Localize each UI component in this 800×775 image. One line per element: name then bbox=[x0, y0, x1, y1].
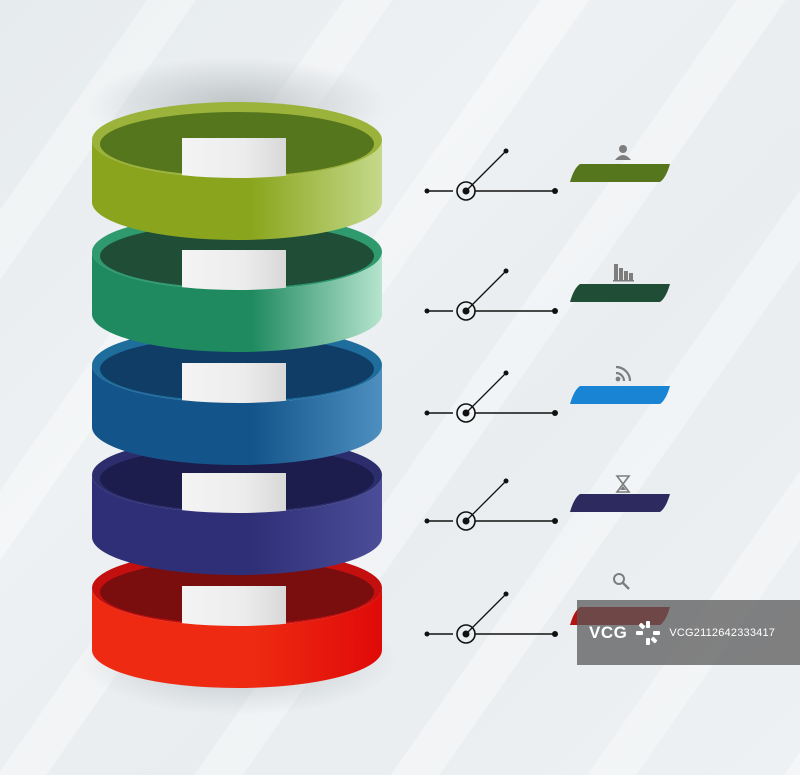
ring-red-front-band bbox=[92, 588, 382, 688]
person-icon bbox=[615, 145, 631, 160]
ring-indigo-front-band bbox=[92, 475, 382, 575]
ring-blue-front-band bbox=[92, 365, 382, 465]
label-bar-hourglass bbox=[570, 494, 670, 512]
watermark-brand: VCG bbox=[589, 622, 628, 642]
watermark-id: VCG2112642333417 bbox=[669, 626, 776, 639]
label-rss bbox=[570, 365, 670, 404]
label-person bbox=[570, 145, 670, 182]
pointer-hourglass bbox=[424, 478, 558, 531]
label-bar-rss bbox=[570, 386, 670, 404]
watermark-logo-icon bbox=[636, 620, 661, 645]
label-chart bbox=[570, 264, 670, 302]
label-bar-chart bbox=[570, 284, 670, 302]
pointer-search bbox=[424, 591, 558, 644]
label-hourglass bbox=[570, 475, 670, 512]
bar-chart-icon bbox=[613, 264, 634, 282]
search-icon bbox=[613, 573, 630, 590]
watermark: VCG VCG2112642333417 bbox=[577, 600, 800, 665]
pointer-chart bbox=[424, 268, 558, 321]
hourglass-icon bbox=[615, 475, 631, 493]
ring-green-front-band bbox=[92, 140, 382, 240]
ring-green bbox=[92, 102, 382, 240]
rss-icon bbox=[615, 365, 632, 382]
ring-teal-front-band bbox=[92, 252, 382, 352]
label-bar-person bbox=[570, 164, 670, 182]
pointer-person bbox=[424, 148, 558, 201]
pointer-rss bbox=[424, 370, 558, 423]
